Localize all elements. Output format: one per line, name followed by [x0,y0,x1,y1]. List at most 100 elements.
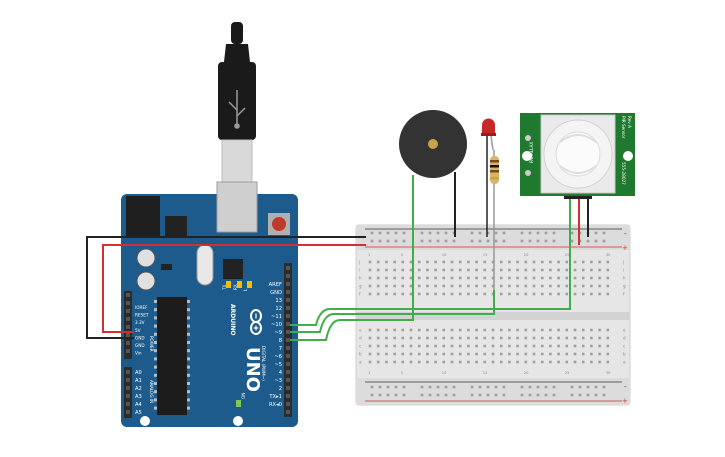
analog-pin[interactable] [126,410,130,414]
breadboard-hole [598,276,601,280]
pir-adjust-pot[interactable] [525,170,531,176]
power-pin-label: 3.3V [135,320,145,325]
wire-gnd-black[interactable] [86,236,366,339]
power-pin[interactable] [126,301,130,305]
breadboard-hole [516,260,519,264]
digital-pin[interactable] [286,354,290,358]
breadboard-hole [442,276,446,280]
pir-sensor[interactable]: PARALLAX PIR Sensor Rev A 555-28027 [520,113,635,290]
rx-led [237,281,242,288]
led-body [482,118,495,134]
usb-cable[interactable] [218,22,256,183]
digital-pin[interactable] [286,298,290,302]
digital-pin[interactable] [286,274,290,278]
breadboard-hole [516,284,519,288]
power-pin[interactable] [126,309,130,313]
digital-pin[interactable] [286,330,290,334]
rail-hole [586,239,590,243]
breadboard-hole [475,352,478,356]
rail-hole [570,393,574,397]
analog-pin[interactable] [126,370,130,374]
breadboard-hole [458,344,462,348]
breadboard-hole [385,360,388,364]
led[interactable] [481,118,496,237]
piezo-buzzer[interactable] [399,110,467,290]
breadboard-hole [385,352,388,356]
analog-pin[interactable] [126,378,130,382]
breadboard-hole [426,344,429,348]
wire-signal-led[interactable] [290,290,495,333]
rail-hole [420,385,424,389]
resistor[interactable] [490,150,499,290]
breadboard-hole [573,360,577,364]
rail-hole [444,239,448,243]
breadboard-hole [467,352,470,356]
rail-hole [444,385,448,389]
power-pin[interactable] [126,341,130,345]
rail-hole [478,393,482,397]
column-number: 1 [368,253,370,257]
row-letter: g [359,284,362,289]
digital-pin[interactable] [286,314,290,318]
power-pin[interactable] [126,317,130,321]
breadboard-hole [499,260,503,264]
breadboard-hole [532,328,536,332]
digital-pin[interactable] [286,266,290,270]
digital-pin[interactable] [286,370,290,374]
power-pin[interactable] [126,333,130,337]
usb-icon [228,90,246,129]
breadboard-hole [442,360,446,364]
breadboard-hole [516,360,519,364]
pir-adjust-pot[interactable] [525,135,531,141]
digital-pin[interactable] [286,306,290,310]
breadboard-hole [376,284,380,288]
breadboard-hole [426,352,429,356]
digital-pin[interactable] [286,378,290,382]
resistor-band [490,170,499,173]
rail-hole [552,239,556,243]
wire-5v-red[interactable] [102,244,366,333]
breadboard-hole [508,328,511,332]
wire-signal-pir[interactable] [290,290,571,326]
breadboard-hole [442,344,446,348]
breadboard-hole [549,336,552,340]
breadboard-hole [417,328,421,332]
mount-hole [140,416,150,426]
analog-pin[interactable] [126,402,130,406]
breadboard-hole [540,292,544,296]
digital-pin[interactable] [286,290,290,294]
reset-button[interactable] [272,217,286,231]
analog-pin-label: A3 [135,394,142,400]
breadboard-hole [549,344,552,348]
arduino-uno-board[interactable]: AREFGND1312~11~10~987~6~54~32TX▸1RX◂0IOR… [121,181,298,427]
analog-pin[interactable] [126,394,130,398]
digital-pin[interactable] [286,322,290,326]
breadboard-hole [376,352,380,356]
power-pin[interactable] [126,325,130,329]
rail-hole [544,393,548,397]
power-pin[interactable] [126,349,130,353]
breadboard-hole [426,268,429,272]
digital-pin[interactable] [286,346,290,350]
rail-hole [428,393,432,397]
breadboard-hole [385,284,388,288]
digital-pin[interactable] [286,282,290,286]
breadboard-hole [401,352,405,356]
rail-hole [386,393,390,397]
breadboard-hole [368,352,372,356]
tx-label: TX [222,284,227,291]
digital-pin[interactable] [286,338,290,342]
breadboard-hole [385,344,388,348]
breadboard-hole [606,268,610,272]
breadboard-hole [532,268,536,272]
breadboard-hole [458,292,462,296]
digital-pin[interactable] [286,386,290,390]
wire-signal-buzzer[interactable] [290,290,414,341]
digital-pin[interactable] [286,402,290,406]
digital-pin[interactable] [286,394,290,398]
digital-pin[interactable] [286,410,290,414]
power-pin[interactable] [126,293,130,297]
analog-pin[interactable] [126,386,130,390]
breadboard-hole [491,360,495,364]
digital-pin[interactable] [286,362,290,366]
